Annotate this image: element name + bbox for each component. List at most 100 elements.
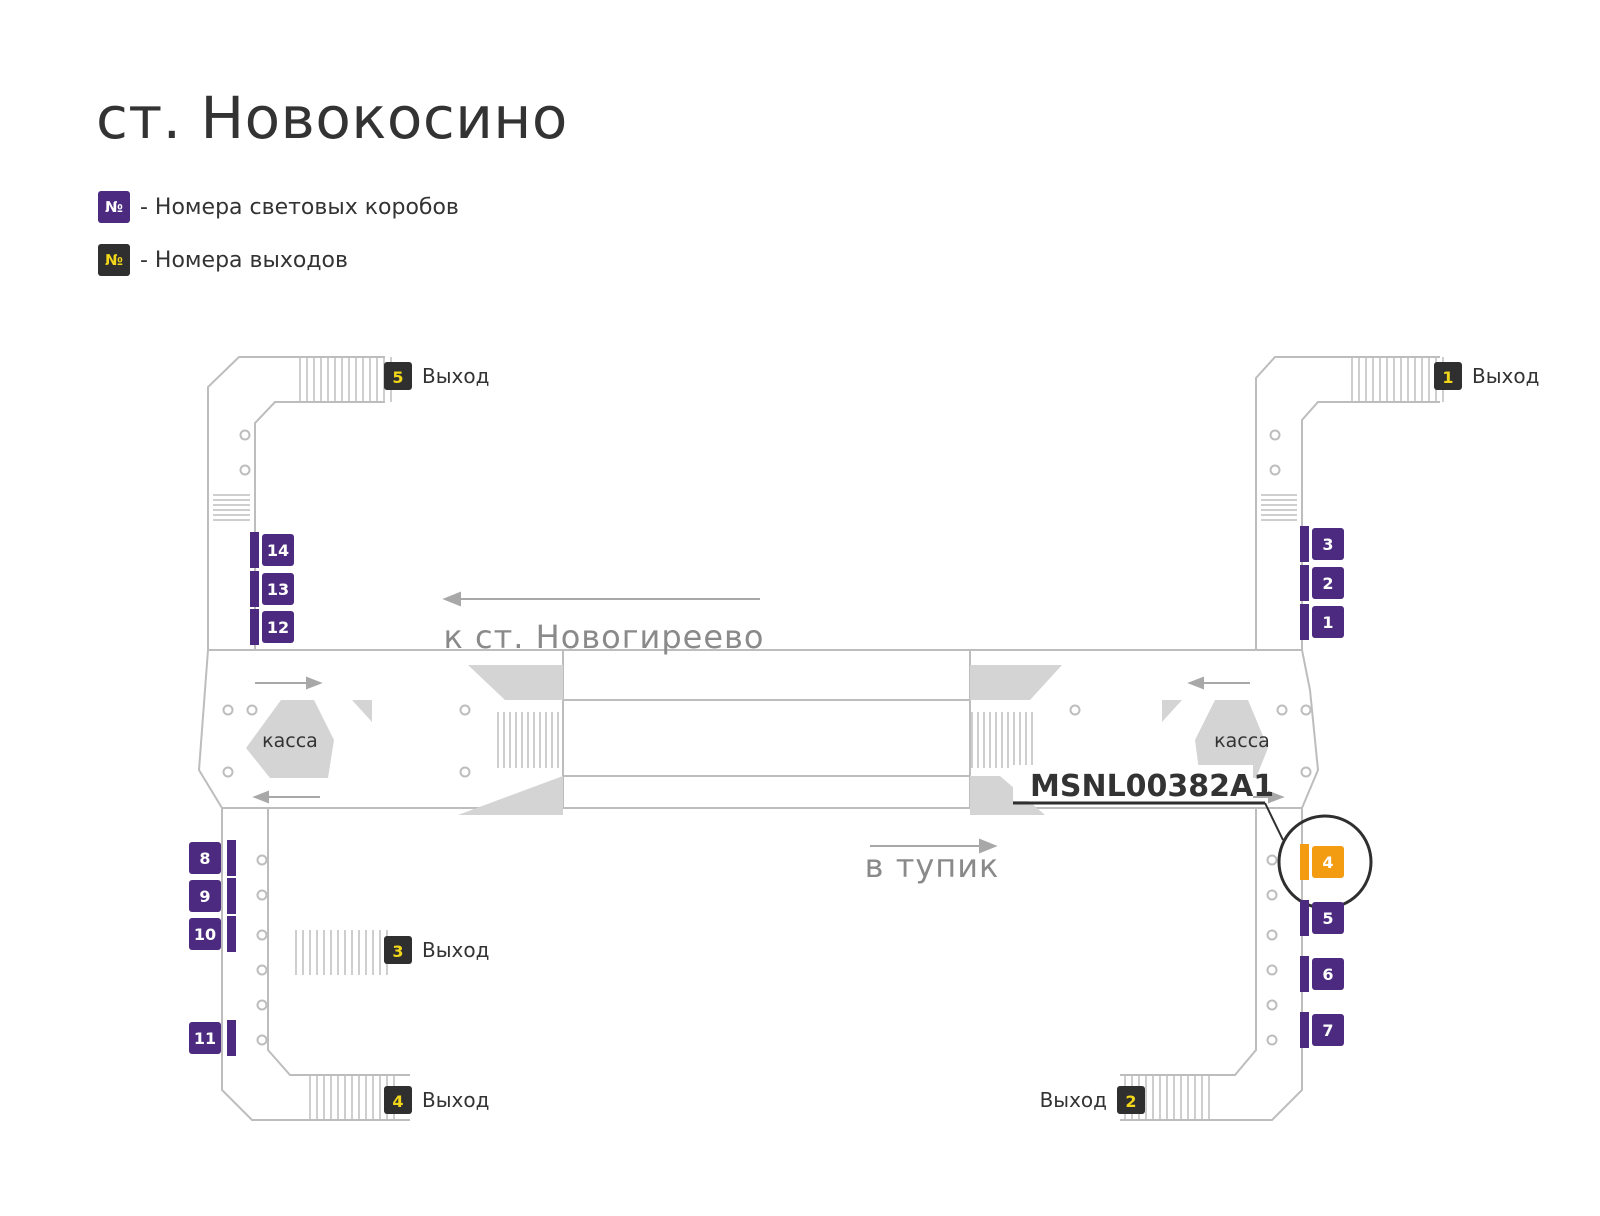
exit-badge bbox=[1117, 1086, 1145, 1114]
lightbox-badge bbox=[1312, 846, 1344, 878]
lightbox-badge bbox=[1312, 528, 1344, 560]
lightbox-6: 6 bbox=[1300, 956, 1344, 992]
exit-number: 1 bbox=[1442, 368, 1453, 387]
column bbox=[1269, 464, 1281, 476]
callout-code: MSNL00382A1 bbox=[1030, 769, 1274, 804]
column bbox=[256, 964, 268, 976]
lightbox-badge bbox=[1312, 1014, 1344, 1046]
lightbox-2: 2 bbox=[1300, 565, 1344, 601]
column bbox=[1300, 766, 1312, 778]
column bbox=[1300, 704, 1312, 716]
column bbox=[256, 1034, 268, 1046]
lightbox-bar bbox=[1300, 526, 1309, 562]
lightbox-number: 7 bbox=[1322, 1021, 1333, 1040]
lightbox-badge bbox=[1312, 567, 1344, 599]
lightbox-number: 5 bbox=[1322, 909, 1333, 928]
lightbox-bar bbox=[227, 840, 236, 876]
lightbox-bar bbox=[227, 916, 236, 952]
direction-dead-end-label: в тупик bbox=[865, 847, 1000, 885]
column bbox=[256, 929, 268, 941]
lightbox-number: 8 bbox=[199, 849, 210, 868]
lightbox-badge bbox=[262, 573, 294, 605]
lightbox-number: 1 bbox=[1322, 613, 1333, 632]
cashier-booths bbox=[246, 700, 1268, 778]
exit-2: 2 Выход bbox=[1040, 1086, 1145, 1114]
legend-lightboxes: № - Номера световых коробов bbox=[98, 191, 459, 223]
exit-label: Выход bbox=[422, 1088, 489, 1112]
column bbox=[246, 704, 258, 716]
exit-label: Выход bbox=[1040, 1088, 1107, 1112]
lightbox-11: 11 bbox=[189, 1020, 236, 1056]
lightbox-bar bbox=[1300, 956, 1309, 992]
column bbox=[256, 889, 268, 901]
ramps bbox=[352, 665, 1182, 815]
lightbox-8: 8 bbox=[189, 840, 236, 876]
station-title: ст. Новокосино bbox=[96, 84, 568, 152]
lightbox-number: 4 bbox=[1322, 853, 1333, 872]
lightbox-badge bbox=[1312, 902, 1344, 934]
column bbox=[1069, 704, 1081, 716]
exit-badge bbox=[384, 362, 412, 390]
lightbox-badge bbox=[262, 534, 294, 566]
legend-exit-text: - Номера выходов bbox=[140, 247, 348, 273]
lightbox-5: 5 bbox=[1300, 900, 1344, 936]
column bbox=[1266, 1034, 1278, 1046]
legend-lightbox-chip: № bbox=[98, 191, 130, 223]
lightbox-12: 12 bbox=[250, 609, 294, 645]
column bbox=[1276, 704, 1288, 716]
column bbox=[1266, 999, 1278, 1011]
lightbox-1: 1 bbox=[1300, 604, 1344, 640]
callout-bg bbox=[1013, 765, 1253, 801]
legend-exits: № - Номера выходов bbox=[98, 244, 348, 276]
exit-1: 1 Выход bbox=[1434, 362, 1539, 390]
column bbox=[222, 704, 234, 716]
column bbox=[459, 766, 471, 778]
lightbox-number: 12 bbox=[267, 618, 289, 637]
column bbox=[1266, 964, 1278, 976]
direction-to-label: к ст. Новогиреево bbox=[444, 618, 765, 656]
lightbox-number: 9 bbox=[199, 887, 210, 906]
lightbox-badge bbox=[189, 918, 221, 950]
exit-badge bbox=[384, 1086, 412, 1114]
legend-exit-chip: № bbox=[98, 244, 130, 276]
lightbox-badge bbox=[189, 1022, 221, 1054]
lightbox-number: 14 bbox=[267, 541, 289, 560]
lightbox-14: 14 bbox=[250, 532, 294, 568]
lightbox-bar bbox=[1300, 1012, 1309, 1048]
columns bbox=[222, 429, 1312, 1046]
lightbox-number: 3 bbox=[1322, 535, 1333, 554]
lightbox-7: 7 bbox=[1300, 1012, 1344, 1048]
lightbox-9: 9 bbox=[189, 878, 236, 914]
exit-3: 3 Выход bbox=[384, 936, 489, 964]
lightbox-number: 13 bbox=[267, 580, 289, 599]
lightbox-badge bbox=[189, 842, 221, 874]
lightbox-bar bbox=[250, 609, 259, 645]
lightbox-badge bbox=[1312, 958, 1344, 990]
column bbox=[239, 429, 251, 441]
lightbox-badge bbox=[189, 880, 221, 912]
lightbox-bar bbox=[227, 1020, 236, 1056]
lightbox-13: 13 bbox=[250, 571, 294, 607]
lightbox-badge bbox=[262, 611, 294, 643]
lightbox-bar bbox=[1300, 844, 1309, 880]
exit-number: 3 bbox=[392, 942, 403, 961]
exit-label: Выход bbox=[422, 938, 489, 962]
exit-badge bbox=[1434, 362, 1462, 390]
exit-label: Выход bbox=[422, 364, 489, 388]
lightbox-10: 10 bbox=[189, 916, 236, 952]
column bbox=[459, 704, 471, 716]
exit-number: 2 bbox=[1125, 1092, 1136, 1111]
cashier-label-left: касса bbox=[262, 730, 318, 752]
column bbox=[1266, 889, 1278, 901]
exit-label: Выход bbox=[1472, 364, 1539, 388]
column bbox=[239, 464, 251, 476]
lightbox-3: 3 bbox=[1300, 526, 1344, 562]
column bbox=[222, 766, 234, 778]
lightbox-bar bbox=[1300, 565, 1309, 601]
column bbox=[1266, 929, 1278, 941]
lightbox-bar bbox=[250, 532, 259, 568]
lightbox-number: 2 bbox=[1322, 574, 1333, 593]
